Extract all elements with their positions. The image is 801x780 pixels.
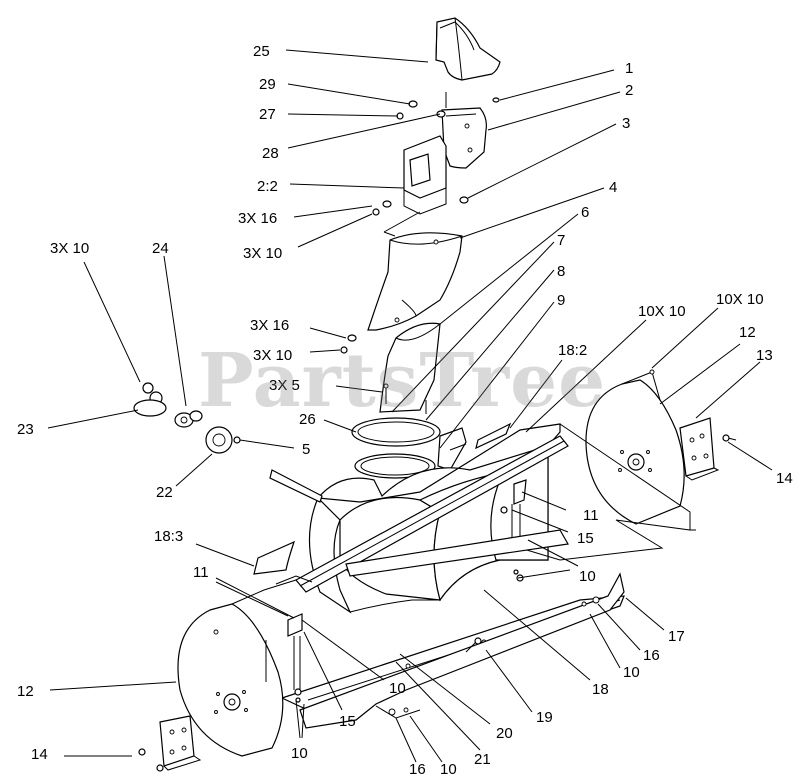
callout-29: 29 [259, 76, 276, 93]
callout-10-left2: 10 [291, 745, 308, 762]
callout-22: 22 [156, 484, 173, 501]
callout-3x16-lower: 3X 16 [250, 317, 289, 334]
chute-upper-bracket [403, 135, 447, 215]
chute-ring [351, 383, 441, 479]
housing-back-outline [519, 423, 696, 561]
callout-14-left: 14 [31, 746, 48, 763]
callout-3x10-lower: 3X 10 [253, 347, 292, 364]
left-skid-plate [138, 715, 202, 772]
left-bearing-assembly [133, 382, 241, 454]
callout-5: 5 [302, 441, 310, 458]
callout-15-left: 15 [339, 713, 356, 730]
callout-10-right: 10 [579, 568, 596, 585]
callout-11-left: 11 [193, 564, 209, 581]
callout-9: 9 [557, 292, 565, 309]
callout-12-right: 12 [739, 324, 756, 341]
skid-runner [275, 529, 569, 585]
chute-deflector-bracket [441, 107, 487, 169]
callout-2: 2 [625, 82, 633, 99]
callout-15-right: 15 [577, 530, 594, 547]
callout-12-left: 12 [17, 683, 34, 700]
cross-bar [295, 435, 569, 593]
callout-4: 4 [609, 179, 617, 196]
callout-21: 21 [474, 751, 491, 768]
callout-7: 7 [557, 232, 565, 249]
drive-shaft [269, 469, 323, 503]
callout-11-right: 11 [583, 507, 599, 524]
callout-10-bottom: 10 [440, 761, 457, 778]
callout-6: 6 [581, 204, 589, 221]
callout-10-left1: 10 [389, 680, 406, 697]
callout-3x10-upper: 3X 10 [243, 245, 282, 262]
callout-10x10-a: 10X 10 [638, 303, 686, 320]
callout-3x16-upper: 3X 16 [238, 210, 277, 227]
callout-16-bottom: 16 [409, 761, 426, 778]
chute-crank-pin [465, 637, 482, 653]
callout-8: 8 [557, 263, 565, 280]
callout-10-mid: 10 [623, 664, 640, 681]
callout-3x10-left: 3X 10 [50, 240, 89, 257]
left-support-bracket [287, 613, 303, 703]
leader-lines [47, 49, 773, 763]
callout-13: 13 [756, 347, 773, 364]
callout-25: 25 [253, 43, 270, 60]
decal-18-2 [475, 422, 512, 450]
callout-3: 3 [622, 115, 630, 132]
callout-2-2: 2:2 [257, 178, 278, 195]
callout-14-right: 14 [776, 470, 793, 487]
callout-16-right: 16 [643, 647, 660, 664]
chute-deflector [435, 17, 501, 81]
callout-17: 17 [668, 628, 685, 645]
callout-18-2: 18:2 [558, 342, 587, 359]
callout-1: 1 [625, 60, 633, 77]
bottom-edge [299, 572, 625, 729]
callout-27: 27 [259, 106, 276, 123]
decal-18-3 [253, 540, 295, 575]
callout-26: 26 [299, 411, 316, 428]
callout-23: 23 [17, 421, 34, 438]
callout-24: 24 [152, 240, 169, 257]
right-side-plate [585, 369, 685, 525]
chute-lower [379, 322, 441, 413]
chute-crank-bracket [437, 427, 467, 471]
hardware-small [340, 92, 500, 354]
callout-3x5: 3X 5 [269, 377, 300, 394]
callout-28: 28 [262, 145, 279, 162]
right-support-bracket [500, 479, 527, 582]
callout-10x10-b: 10X 10 [716, 291, 764, 308]
right-skid-plate [679, 417, 737, 481]
left-side-plate [177, 579, 297, 757]
chute-upper [367, 232, 463, 331]
callout-labels: 25 29 27 28 2:2 3X 16 3X 10 1 2 3 4 6 7 … [17, 43, 793, 778]
callout-18-3: 18:3 [154, 528, 183, 545]
callout-19: 19 [536, 709, 553, 726]
callout-20: 20 [496, 725, 513, 742]
callout-18: 18 [592, 681, 609, 698]
